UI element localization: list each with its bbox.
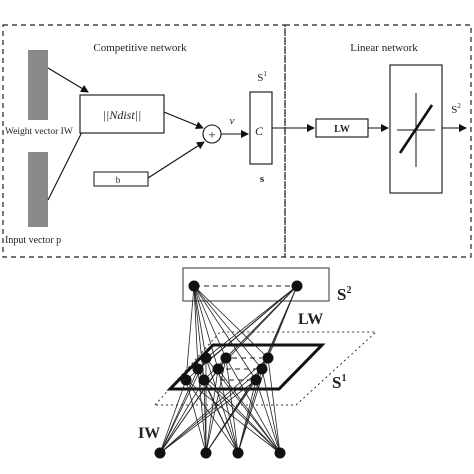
iw-connection (237, 379, 257, 454)
c-label: C (255, 124, 264, 138)
bottom-iw-label: IW (138, 425, 160, 442)
lw-connection (193, 285, 207, 359)
input-neuron (274, 447, 286, 459)
iw-connection (267, 357, 281, 454)
iw-connection (217, 368, 239, 454)
linear-function-line (398, 104, 434, 154)
lw-connection (193, 285, 205, 381)
iw-connection (203, 379, 281, 454)
output-neuron (188, 280, 200, 292)
weight-vector-bar (28, 50, 48, 120)
iw-connection (203, 379, 207, 454)
input-neuron (154, 447, 166, 459)
hidden-neuron (198, 374, 210, 386)
hidden-neuron (220, 352, 232, 364)
hidden-layer-outer-plane (153, 331, 378, 406)
bottom-s1-label: S1 (332, 373, 346, 392)
input-vector-label: Input vector p (5, 235, 61, 246)
bottom-s2-label: S2 (337, 285, 351, 304)
iw-connection (185, 379, 239, 454)
hidden-neuron (192, 363, 204, 375)
ndist-to-sum-arrow (163, 111, 204, 130)
hidden-layer-plane (166, 343, 326, 391)
hidden-neuron (250, 374, 262, 386)
iw-connection (185, 379, 281, 454)
s1-label: S1 (257, 70, 267, 84)
hidden-neuron (180, 374, 192, 386)
lw-connection (205, 285, 298, 359)
output-neuron (291, 280, 303, 292)
iw-connection (159, 379, 187, 454)
weight-to-ndist-arrow (47, 67, 89, 93)
hidden-neuron (262, 352, 274, 364)
iw-connection (205, 357, 239, 454)
iw-connection (205, 379, 257, 454)
linear-network-frame (284, 24, 472, 258)
network-drawing: S2 LW S1 IW (138, 267, 378, 459)
iw-connection (225, 357, 281, 454)
iw-connection (255, 379, 281, 454)
bias-label: b (116, 175, 121, 185)
input-neuron (232, 447, 244, 459)
lw-connection (193, 285, 269, 359)
iw-connection (261, 368, 281, 454)
linear-network-title: Linear network (350, 42, 418, 54)
input-vector-bar (28, 152, 48, 227)
iw-connection (197, 368, 207, 454)
hidden-neuron (200, 352, 212, 364)
hidden-neuron (256, 363, 268, 375)
block-diagram: Competitive network Linear network Weigh… (2, 24, 472, 258)
competitive-network-title: Competitive network (93, 42, 187, 54)
iw-connection (217, 368, 281, 454)
input-neuron (200, 447, 212, 459)
iw-connection (203, 379, 239, 454)
ndist-label: ||Ndist|| (103, 108, 142, 122)
ndist-box (79, 94, 165, 134)
iw-connection (159, 368, 263, 454)
hidden-neuron (212, 363, 224, 375)
lw-connection (193, 285, 263, 370)
summation-plus: + (208, 127, 215, 142)
lw-connection (193, 285, 257, 381)
bias-box (93, 171, 149, 187)
lw-connection (185, 285, 195, 381)
lw-box-label: LW (334, 124, 350, 135)
iw-connection (185, 379, 207, 454)
v-label: v (230, 115, 235, 127)
lw-connection (185, 285, 298, 381)
network-neurons (154, 280, 303, 459)
bias-to-sum-arrow (147, 141, 205, 179)
s-label: s (260, 173, 265, 185)
iw-connection (159, 379, 257, 454)
lw-connection (193, 285, 199, 370)
iw-connection (159, 368, 199, 454)
s2-label: S2 (451, 102, 461, 116)
bottom-lw-label: LW (298, 311, 323, 328)
iw-connection (159, 357, 269, 454)
iw-connection (197, 368, 281, 454)
iw-connection (225, 357, 239, 454)
output-layer-box (182, 267, 330, 302)
iw-connection (159, 379, 205, 454)
iw-connection (205, 368, 219, 454)
weight-vector-label: Weight vector IW (5, 127, 73, 137)
